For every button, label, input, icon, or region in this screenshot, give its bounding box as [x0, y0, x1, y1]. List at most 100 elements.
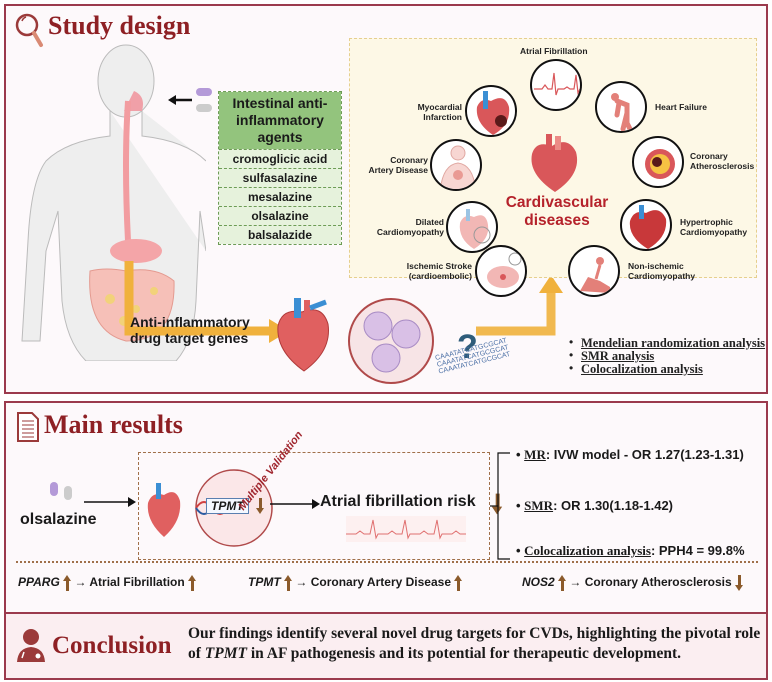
conclusion-text-part2: in AF pathogenesis and its potential for… — [246, 645, 681, 662]
study-design-title: Study design — [48, 11, 191, 40]
arrow-right-glyph: → — [569, 575, 582, 590]
divider — [16, 561, 758, 563]
outcome-name: Coronary Atherosclerosis — [584, 575, 732, 590]
arrow-down-icon — [256, 497, 264, 514]
result-key: SMR — [524, 498, 554, 513]
label-line: Dilated — [415, 217, 444, 227]
document-icon — [17, 412, 39, 442]
arrow-up-icon — [188, 575, 197, 591]
label-line: Coronary — [690, 151, 728, 161]
cvd-heart-icon — [531, 134, 578, 192]
bullet: • — [569, 348, 574, 362]
cvd-box: Cardivascular diseases Atrial Fibrillati… — [349, 38, 757, 297]
disease-label-dcm: Dilated Cardiomyopathy — [360, 217, 444, 237]
cvd-title-line1: Cardivascular — [505, 194, 609, 211]
outcome-name: Coronary Artery Disease — [310, 575, 451, 590]
cell-nuclei-illustration — [348, 298, 434, 384]
conclusion-panel: Conclusion — [4, 612, 768, 680]
gene-name: NOS2 — [522, 575, 555, 590]
disease-label-hf: Heart Failure — [655, 102, 707, 112]
pill-capsule-icon — [168, 88, 212, 112]
drug-name: olsalazine — [20, 511, 97, 528]
result-value: : PPH4 = 99.8% — [650, 543, 745, 558]
outcome-label: Atrial fibrillation risk — [320, 493, 476, 510]
conclusion-title: Conclusion — [52, 632, 172, 659]
label-line: Ischemic Stroke — [406, 261, 472, 271]
gene-label-line2: drug target genes — [130, 330, 249, 346]
conclusion-text: Our findings identify several novel drug… — [188, 624, 763, 664]
label-line: (cardioembolic) — [408, 271, 472, 281]
doctor-icon — [17, 629, 45, 662]
label-line: Non-ischemic — [628, 261, 684, 271]
label-line: Myocardial — [417, 102, 462, 112]
cvd-center-title: Cardivascular diseases — [502, 194, 612, 230]
conclusion-gene: TPMT — [204, 645, 247, 662]
ecg-trace — [346, 516, 466, 542]
bullet: • — [516, 498, 525, 513]
method-smr: SMR analysis — [581, 349, 655, 363]
association-tpmt: TPMT → Coronary Artery Disease — [248, 575, 463, 591]
method-coloc: Colocalization analysis — [581, 362, 703, 376]
arrow-up-icon — [558, 575, 567, 591]
gene-box: TPMT — [206, 498, 249, 514]
gene-label-line1: Anti-inflammatory — [130, 314, 250, 330]
disease-label-nicm: Non-ischemic Cardiomyopathy — [628, 261, 695, 281]
agent-item: sulfasalazine — [219, 168, 341, 187]
main-results-title: Main results — [44, 410, 183, 439]
agents-header: Intestinal anti-inflammatory agents — [219, 92, 341, 149]
label-line: Atherosclerosis — [690, 161, 755, 171]
bullet: • — [516, 543, 525, 558]
result-mr: • MR: IVW model - OR 1.27(1.23-1.31) — [516, 447, 744, 463]
agent-item: olsalazine — [219, 206, 341, 225]
infarct-heart-icon — [465, 85, 517, 137]
label-line: Cardiomyopathy — [628, 271, 696, 281]
arrow-right-icon — [84, 497, 136, 507]
bullet: • — [569, 335, 574, 349]
arrow-up-icon — [63, 575, 72, 591]
label-line: Artery Disease — [368, 165, 428, 175]
arrow-right-glyph: → — [295, 575, 308, 590]
disease-label-mi: Myocardial Infarction — [390, 102, 462, 122]
label-line: Hypertrophic — [680, 217, 733, 227]
arrow-up-icon — [454, 575, 463, 591]
method-mr: Mendelian randomization analysis — [581, 336, 766, 350]
reclining-patient-icon — [568, 245, 620, 297]
dilated-heart-icon — [446, 201, 498, 253]
magnifier-icon — [15, 13, 43, 47]
main-results-panel: Main results olsalazine TPMT Multiple Va… — [4, 401, 768, 633]
ecg-icon — [530, 59, 582, 111]
label-line: Cardiomyopathy — [680, 227, 748, 237]
pill-icon — [50, 482, 72, 500]
label-line: Infarction — [423, 112, 462, 122]
association-pparg: PPARG → Atrial Fibrillation — [18, 575, 197, 591]
result-value: : IVW model - OR 1.27(1.23-1.31) — [545, 447, 744, 462]
arrow-down-icon — [735, 575, 743, 591]
agents-table: Intestinal anti-inflammatory agents crom… — [218, 91, 342, 245]
disease-label-cad: Coronary Artery Disease — [350, 155, 428, 175]
result-smr: • SMR: OR 1.30(1.18-1.42) — [516, 498, 673, 514]
heart-icon — [147, 483, 181, 537]
disease-label-stroke: Ischemic Stroke (cardioembolic) — [400, 261, 472, 281]
agent-item: cromoglicic acid — [219, 149, 341, 168]
results-bracket — [490, 452, 510, 560]
hypertrophic-heart-icon — [620, 199, 672, 251]
result-key: MR — [524, 447, 546, 462]
conclusion-text-part1: Our findings identify several novel drug… — [188, 625, 761, 662]
arrow-up-icon — [284, 575, 293, 591]
gene-label: Anti-inflammatory drug target genes — [130, 314, 250, 346]
disease-label-hcm: Hypertrophic Cardiomyopathy — [680, 217, 747, 237]
disease-label-ca: Coronary Atherosclerosis — [690, 151, 754, 171]
label-line: Coronary — [390, 155, 428, 165]
question-mark: ? — [457, 328, 478, 366]
arrow-right-icon — [270, 499, 320, 509]
human-body-illustration — [21, 44, 206, 361]
result-coloc: • Colocalization analysis: PPH4 = 99.8% — [516, 543, 745, 559]
arrow-right-glyph: → — [74, 575, 87, 590]
bullet: • — [569, 361, 574, 375]
mechanism-box — [138, 452, 490, 560]
result-value: : OR 1.30(1.18-1.42) — [553, 498, 674, 513]
chest-pain-icon — [430, 139, 482, 191]
result-key: Colocalization analysis — [524, 543, 651, 558]
agent-item: mesalazine — [219, 187, 341, 206]
gene-name: PPARG — [18, 575, 60, 590]
